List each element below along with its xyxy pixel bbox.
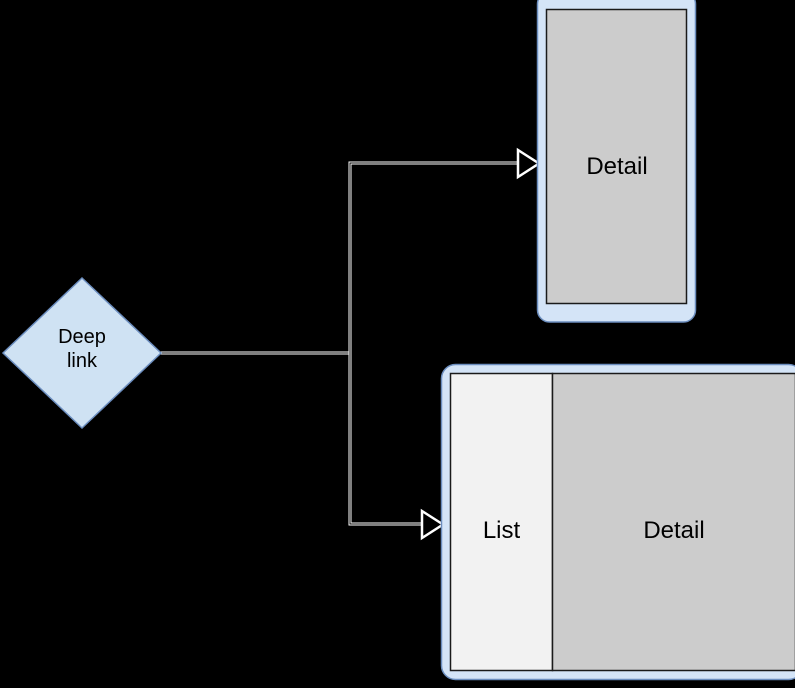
arrowhead-icon-phone (516, 147, 542, 180)
edge-to-tablet-stroke (348, 352, 423, 526)
edge-to-phone-stroke (348, 161, 519, 354)
node-phone-detail[interactable] (536, 0, 697, 323)
edge-deep-link-to-phone-detail (348, 147, 542, 354)
tablet-list-pane[interactable] (449, 372, 554, 672)
tablet-detail-pane[interactable] (551, 372, 795, 672)
node-deep-link[interactable] (1, 276, 163, 430)
arrowhead-icon-tablet (420, 508, 446, 541)
edge-to-tablet-core (349, 352, 423, 525)
phone-screen-shape (545, 8, 688, 305)
edge-group (160, 147, 542, 541)
node-tablet-list-detail[interactable] (440, 363, 795, 681)
edge-deep-link-to-tablet (348, 352, 446, 541)
deep-link-diamond-shape[interactable] (1, 276, 163, 430)
edge-to-phone-core (349, 162, 519, 354)
